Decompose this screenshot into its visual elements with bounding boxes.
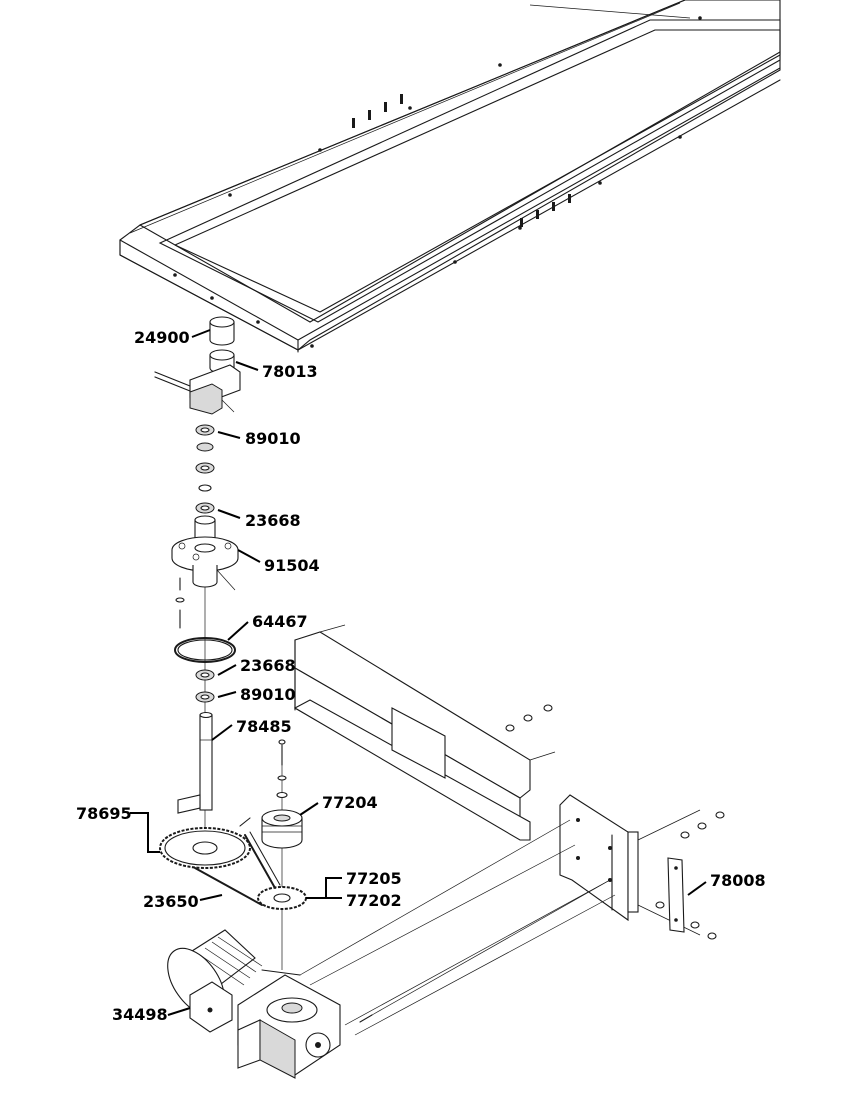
callout-leaders	[130, 329, 707, 1016]
callout-64467: 64467	[252, 612, 308, 631]
callout-91504: 91504	[264, 556, 320, 575]
callout-78485: 78485	[236, 717, 292, 736]
callout-77202: 77202	[346, 891, 402, 910]
projection-lines	[299, 819, 616, 1036]
callout-23668-upper: 23668	[245, 511, 301, 530]
hardware-nuts	[505, 704, 725, 940]
callout-78695: 78695	[76, 804, 132, 823]
callout-23668-lower: 23668	[240, 656, 296, 675]
part-91504-flange	[171, 515, 239, 591]
part-77202-small-sprocket	[257, 886, 307, 910]
part-78008-plate	[667, 857, 685, 933]
callout-77205: 77205	[346, 869, 402, 888]
clamp-arm	[154, 364, 241, 415]
callout-89010-lower: 89010	[240, 685, 296, 704]
bearing-stack-lower	[195, 669, 215, 703]
callout-77204: 77204	[322, 793, 378, 812]
part-78695-large-sprocket	[159, 817, 251, 869]
part-24900-sleeve	[209, 316, 235, 346]
callout-labels: 24900 78013 89010 23668 91504 64467 2366…	[76, 328, 766, 1024]
guard-panel	[293, 624, 556, 841]
callout-78008: 78008	[710, 871, 766, 890]
callout-24900: 24900	[134, 328, 190, 347]
part-64467-oring	[174, 637, 236, 663]
part-78485-shaft	[177, 711, 213, 814]
drive-shaft-stack	[154, 316, 251, 869]
part-77204-hub	[261, 809, 303, 849]
top-frame	[119, 0, 781, 353]
callout-78013: 78013	[262, 362, 318, 381]
part-34498-gearmotor	[167, 929, 373, 1079]
bearing-stack-upper	[195, 424, 215, 514]
callout-89010-upper: 89010	[245, 429, 301, 448]
callout-34498: 34498	[112, 1005, 168, 1024]
motor-sprocket-assembly	[194, 739, 307, 970]
part-23650-chain	[194, 831, 281, 906]
bolt-set-left	[175, 577, 185, 629]
callout-23650: 23650	[143, 892, 199, 911]
